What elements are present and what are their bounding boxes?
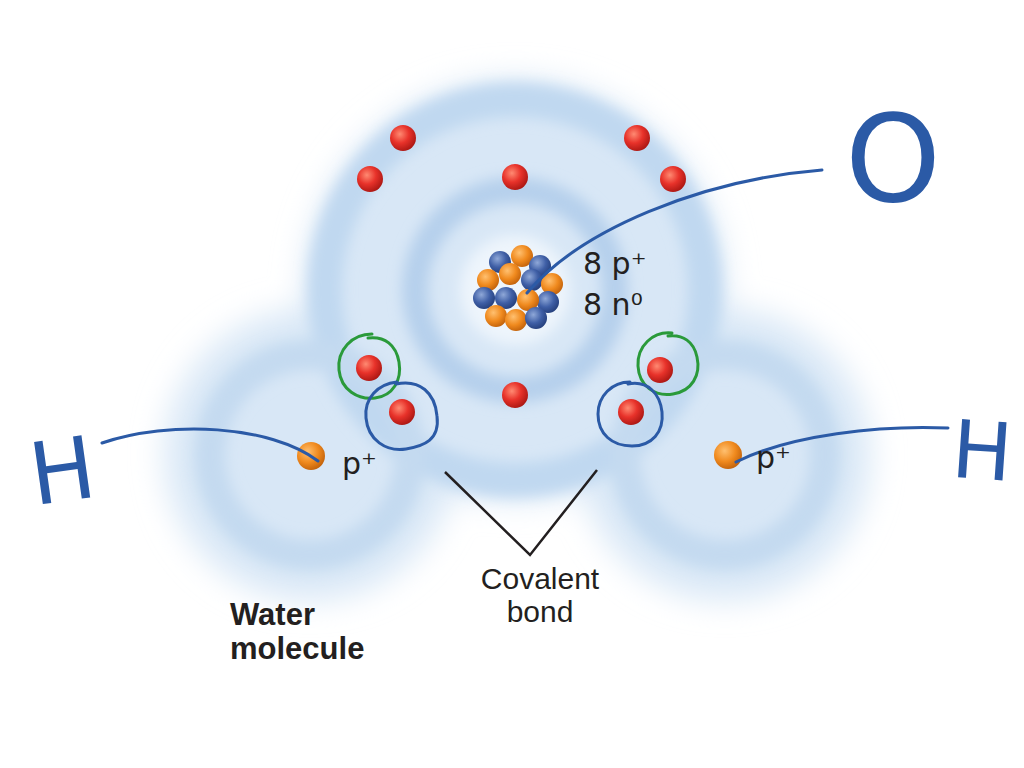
electron-shells	[210, 100, 825, 555]
proton-label: p⁺	[756, 441, 791, 474]
leader-lines	[102, 170, 948, 462]
hydrogen-symbol: H	[24, 424, 100, 518]
neutron-count: 8 n⁰	[583, 288, 643, 321]
electrons	[356, 125, 686, 425]
hydrogen-symbol: H	[949, 410, 1015, 494]
oxygen-nucleus	[473, 245, 563, 331]
proton-count: 8 p⁺	[583, 247, 647, 280]
proton-label: p⁺	[342, 447, 377, 480]
oxygen-symbol: O	[845, 98, 941, 220]
bond-electron-marks	[366, 382, 662, 449]
electron-cloud	[165, 80, 870, 600]
bond-caption: Covalent bond	[460, 562, 620, 628]
bond-bracket	[445, 470, 597, 555]
molecule-title: Water molecule	[230, 598, 400, 666]
shared-electron-marks	[339, 333, 698, 398]
